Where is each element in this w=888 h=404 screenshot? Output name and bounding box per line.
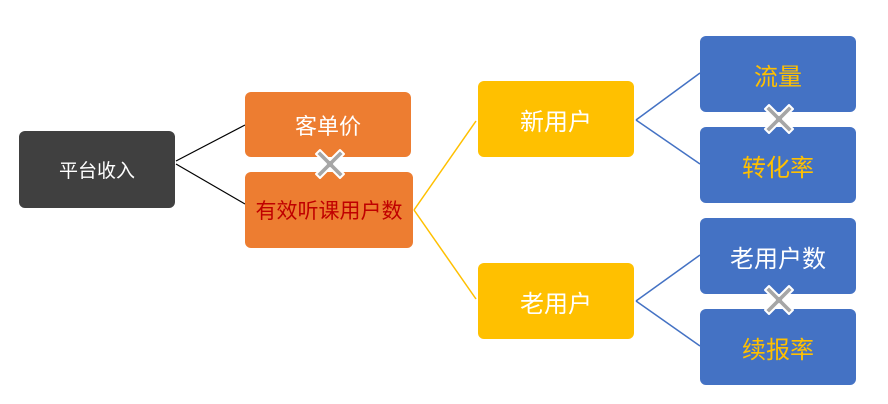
node-platform-revenue: 平台收入 xyxy=(19,131,175,208)
node-old-users: 老用户 xyxy=(478,263,634,339)
node-label: 续报率 xyxy=(742,335,814,364)
node-renewal-rate: 续报率 xyxy=(700,309,856,385)
node-label: 新用户 xyxy=(520,107,592,136)
node-label: 转化率 xyxy=(742,153,814,182)
node-label: 老用户 xyxy=(520,289,592,318)
node-avg-order-value: 客单价 xyxy=(245,92,411,157)
multiply-icon xyxy=(764,104,794,134)
multiply-icon xyxy=(764,285,794,315)
node-label: 平台收入 xyxy=(58,160,135,182)
node-old-user-count: 老用户数 xyxy=(700,218,856,294)
node-label: 老用户数 xyxy=(730,244,826,273)
node-conversion-rate: 转化率 xyxy=(700,127,856,203)
node-effective-users: 有效听课用户数 xyxy=(245,172,413,248)
node-new-users: 新用户 xyxy=(478,81,634,157)
node-traffic: 流量 xyxy=(700,36,856,112)
multiply-icon xyxy=(315,149,345,179)
node-label: 流量 xyxy=(754,62,802,91)
node-label: 有效听课用户数 xyxy=(255,199,403,223)
node-label: 客单价 xyxy=(294,114,361,140)
